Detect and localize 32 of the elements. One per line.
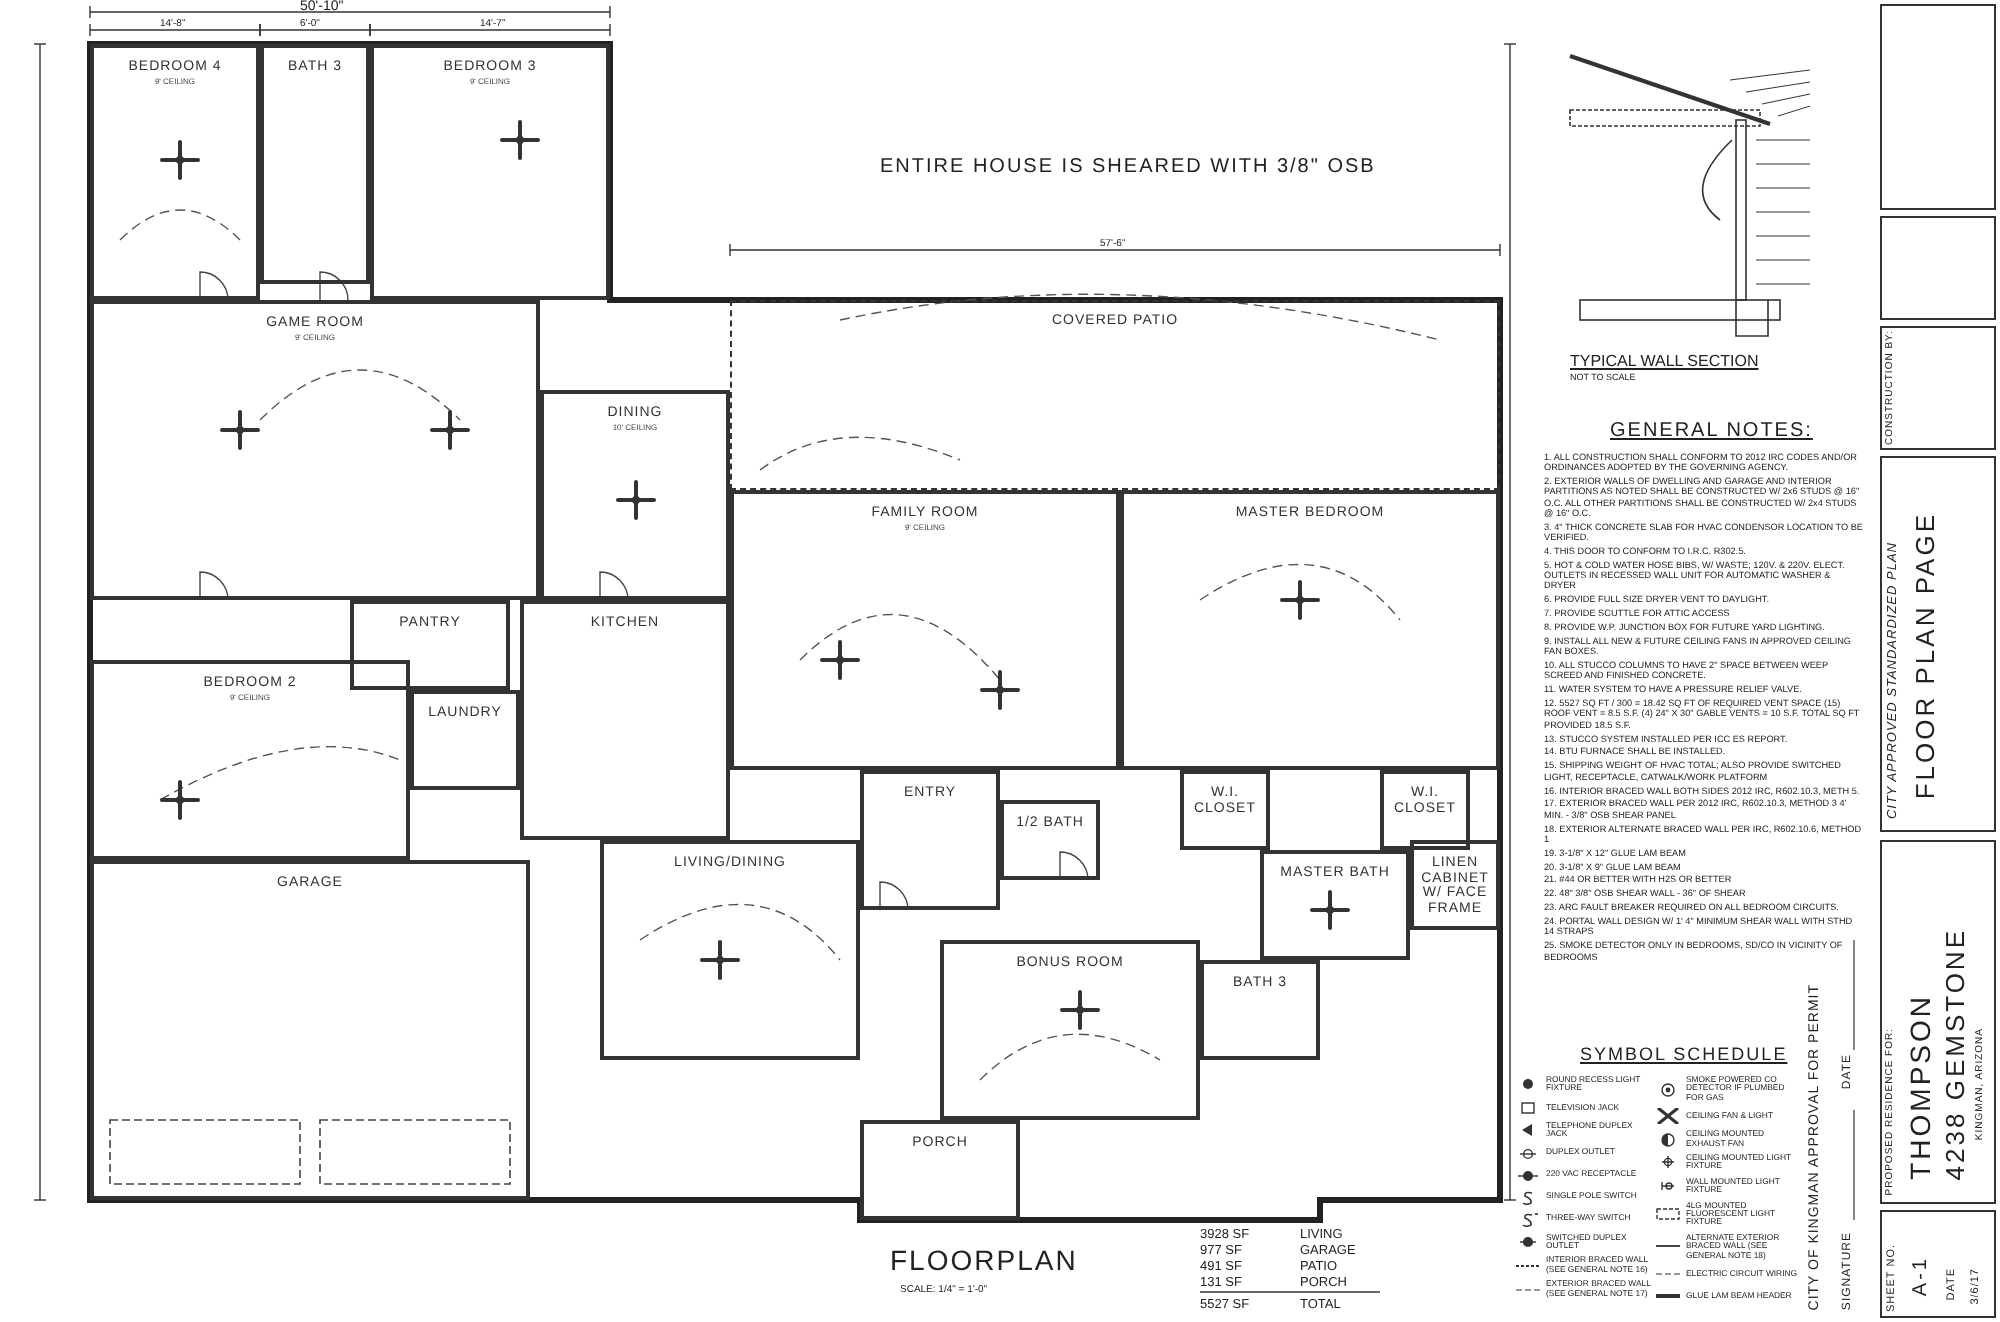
room-outline (730, 490, 1120, 770)
room-outline (730, 300, 1500, 490)
room-outline (90, 44, 260, 300)
schedule-heading: SYMBOL SCHEDULE (1580, 1044, 1788, 1064)
section-title: TYPICAL WALL SECTION (1570, 352, 1759, 370)
room-outline (410, 690, 520, 790)
room-outline (370, 44, 610, 300)
sheet-number: A-1 (1912, 1255, 1932, 1296)
room-outline (1180, 770, 1270, 850)
room-outline (1200, 960, 1320, 1060)
room-outline (1380, 770, 1470, 850)
room-outline (90, 300, 540, 600)
drawing-title: FLOORPLAN (890, 1244, 1078, 1276)
room-outline (860, 770, 1000, 910)
room-outline (1410, 840, 1500, 930)
room-outline (1120, 490, 1500, 770)
page-title: FLOOR PLAN PAGE (1912, 512, 1938, 800)
room-outline (600, 840, 860, 1060)
general-note: ENTIRE HOUSE IS SHEARED WITH 3/8" OSB (880, 156, 1376, 178)
room-outline (350, 600, 510, 690)
address-text: 4238 GEMSTONE (1942, 927, 1968, 1180)
room-outline (90, 860, 530, 1200)
room-outline (260, 44, 370, 284)
room-outline (1260, 850, 1410, 960)
room-outline (860, 1120, 1020, 1220)
room-outline (540, 390, 730, 600)
room-outline (1000, 800, 1100, 880)
room-outline (90, 660, 410, 860)
notes-heading: GENERAL NOTES: (1610, 420, 1813, 442)
room-outline (940, 940, 1200, 1120)
room-outline (520, 600, 730, 840)
owner-name: THOMPSON (1906, 994, 1934, 1180)
